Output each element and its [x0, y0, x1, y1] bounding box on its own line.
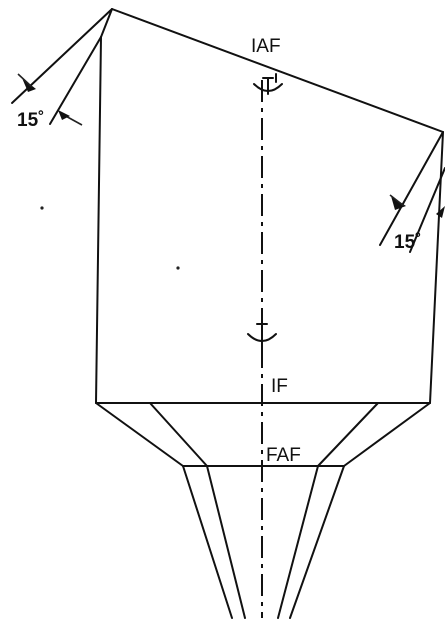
left-boundary-line: [95, 36, 102, 404]
left-angle-label: 15˚: [17, 110, 44, 131]
final-right-outer: [289, 465, 345, 619]
right-splay-outer: [379, 131, 444, 246]
right-angle-label: 15˚: [394, 232, 421, 253]
final-right-inner: [277, 465, 319, 619]
faf-label: FAF: [266, 445, 301, 466]
final-segment: [182, 465, 345, 619]
intermediate-left-outer: [95, 402, 184, 467]
left-angle-arrowhead-b: [58, 110, 70, 120]
iaf-label: IAF: [251, 36, 281, 57]
top-boundary-line: [111, 8, 444, 133]
intermediate-right-inner: [317, 402, 379, 467]
aircraft-icon: [253, 73, 283, 95]
scan-speck-b: [176, 266, 180, 270]
right-angle-tick-a: [389, 194, 405, 207]
left-splay-lines: [11, 8, 113, 126]
left-splay-inner: [49, 36, 102, 125]
left-angle-tick-a: [17, 73, 33, 88]
intermediate-right-outer: [343, 402, 431, 467]
right-boundary-line: [429, 131, 444, 404]
left-top-edge-line: [100, 8, 113, 38]
initial-approach-area: [95, 8, 444, 404]
right-angle-arrowhead-b: [436, 206, 445, 218]
scan-speck-a: [40, 206, 44, 210]
final-left-inner: [206, 465, 246, 619]
if-label: IF: [271, 376, 288, 397]
right-splay-lines: [379, 131, 445, 253]
intermediate-left-inner: [149, 402, 208, 467]
right-splay-inner: [409, 167, 445, 253]
aircraft-icon: [247, 323, 277, 347]
final-left-outer: [182, 465, 233, 619]
